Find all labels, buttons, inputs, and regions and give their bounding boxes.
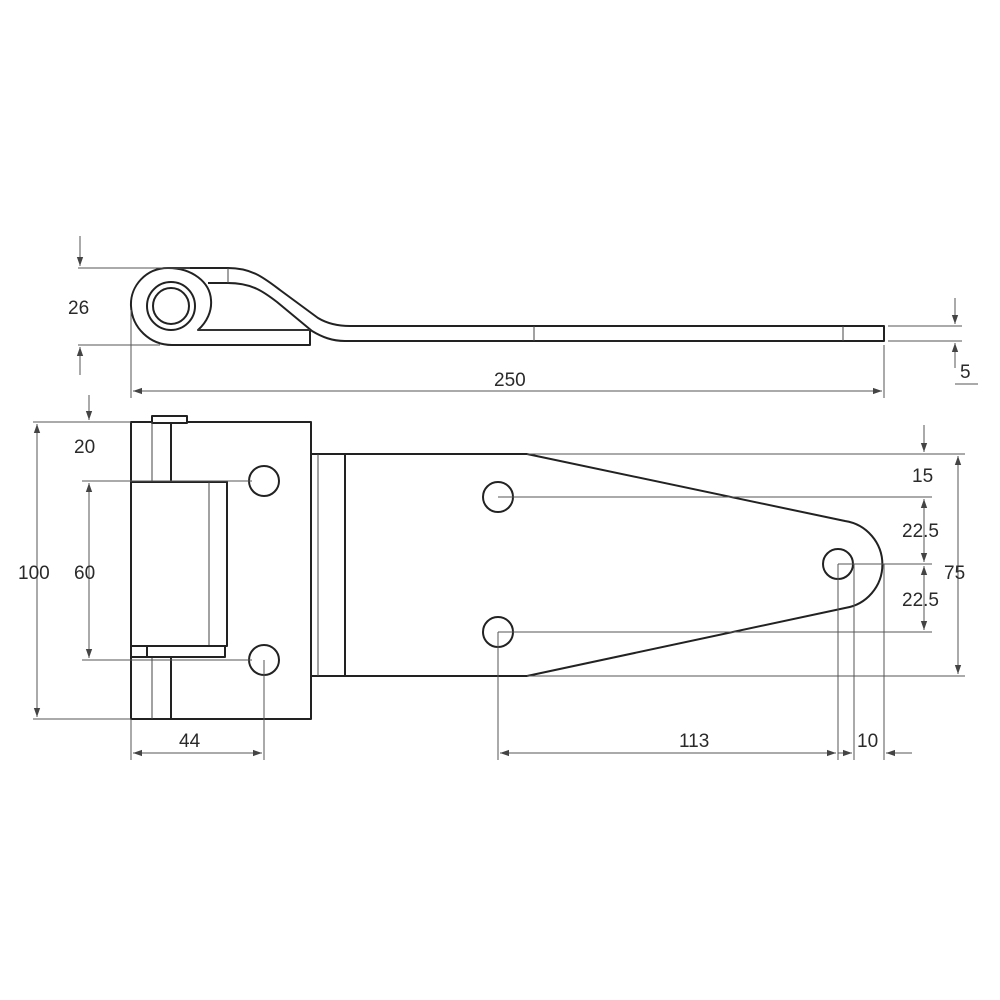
dim-label-side-height: 26 — [68, 298, 89, 319]
dim-label-half-pitch-top: 22.5 — [902, 521, 939, 542]
front-view-dimensions: 20 100 60 44 15 22.5 22.5 75 — [18, 395, 965, 760]
side-view-outer-profile — [168, 267, 885, 342]
dim-label-hole-pitch: 60 — [74, 563, 95, 584]
dim-label-half-pitch-bottom: 22.5 — [902, 590, 939, 611]
knuckle-washer — [146, 645, 226, 658]
dim-label-overall-height: 100 — [18, 563, 50, 584]
tapered-leaf — [344, 453, 884, 677]
knuckle-barrel-bottom — [130, 656, 172, 720]
knuckle-barrel-top — [130, 421, 172, 483]
dim-label-top-offset: 20 — [74, 437, 95, 458]
side-view-dimensions: 26 250 5 — [68, 236, 978, 398]
plate-hole-top — [248, 465, 280, 497]
dim-label-leaf-hole-distance: 113 — [679, 731, 709, 752]
connector-strip — [310, 453, 346, 677]
dim-label-hole-offset: 44 — [179, 731, 201, 752]
pin-head — [151, 415, 188, 424]
side-view-pin-inner — [152, 287, 190, 325]
side-view — [129, 267, 885, 346]
dim-label-thickness: 5 — [960, 362, 971, 383]
front-view — [130, 415, 884, 720]
dim-label-leaf-top-offset: 15 — [912, 466, 933, 487]
dim-label-leaf-height: 75 — [944, 563, 965, 584]
dim-label-tip-radius: 10 — [857, 731, 878, 752]
moving-knuckle — [130, 481, 228, 647]
dim-label-total-length: 250 — [494, 370, 526, 391]
